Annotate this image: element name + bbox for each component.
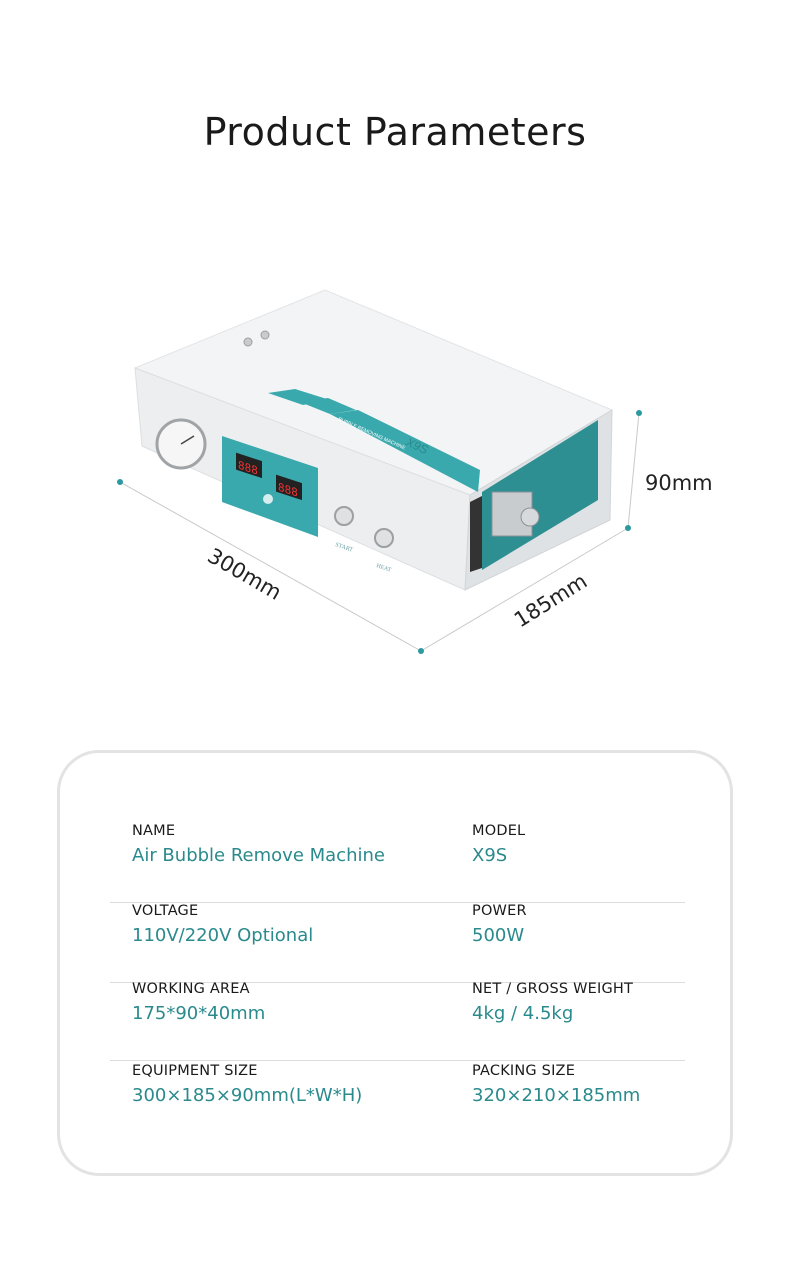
heat-label: HEAT <box>375 563 392 574</box>
param-value: 320×210×185mm <box>472 1085 641 1106</box>
height-label: 90mm <box>645 471 713 495</box>
dimension-dot <box>636 410 642 416</box>
dimension-dot <box>418 648 424 654</box>
param-label: WORKING AREA <box>132 981 250 997</box>
dimension-lines <box>119 412 640 652</box>
logo-stripe <box>300 398 356 414</box>
param-row: EQUIPMENT SIZE 300×185×90mm(L*W*H) PACKIN… <box>110 1063 685 1143</box>
width-label: 185mm <box>510 569 591 632</box>
param-value: 4kg / 4.5kg <box>472 1003 574 1024</box>
parameters-card: NAME Air Bubble Remove Machine MODEL X9S V… <box>57 750 733 1176</box>
dimension-dot <box>625 525 631 531</box>
param-value: 500W <box>472 925 525 946</box>
chamber-knob-icon <box>520 507 540 527</box>
screw-icon <box>243 337 253 347</box>
start-label: START <box>334 542 353 553</box>
param-value: X9S <box>472 845 508 866</box>
param-label: PACKING SIZE <box>472 1063 576 1079</box>
param-value: Air Bubble Remove Machine <box>132 845 385 866</box>
start-button <box>334 506 354 526</box>
param-row: NAME Air Bubble Remove Machine MODEL X9S <box>110 823 685 903</box>
param-label: EQUIPMENT SIZE <box>132 1063 258 1079</box>
param-label: NAME <box>132 823 176 839</box>
product-illustration: X9S BUBBLE REMOVING MACHINE 888 888 STAR… <box>117 289 713 654</box>
param-label: VOLTAGE <box>132 903 199 919</box>
power-button-icon <box>263 494 273 504</box>
param-label: MODEL <box>472 823 526 839</box>
param-row: WORKING AREA 175*90*40mm NET / GROSS WEIG… <box>110 981 685 1061</box>
length-label: 300mm <box>204 544 286 605</box>
param-label: POWER <box>472 903 527 919</box>
dimension-dot <box>117 479 123 485</box>
param-value: 175*90*40mm <box>132 1003 266 1024</box>
temp-display <box>236 452 262 479</box>
page-title: Product Parameters <box>203 110 587 154</box>
heat-button <box>374 528 394 548</box>
time-display <box>276 474 302 501</box>
param-value: 300×185×90mm(L*W*H) <box>132 1085 363 1106</box>
logo-stripe <box>330 410 480 492</box>
param-value: 110V/220V Optional <box>132 925 314 946</box>
param-label: NET / GROSS WEIGHT <box>472 981 634 997</box>
param-row: VOLTAGE 110V/220V Optional POWER 500W <box>110 903 685 983</box>
screw-icon <box>260 330 270 340</box>
